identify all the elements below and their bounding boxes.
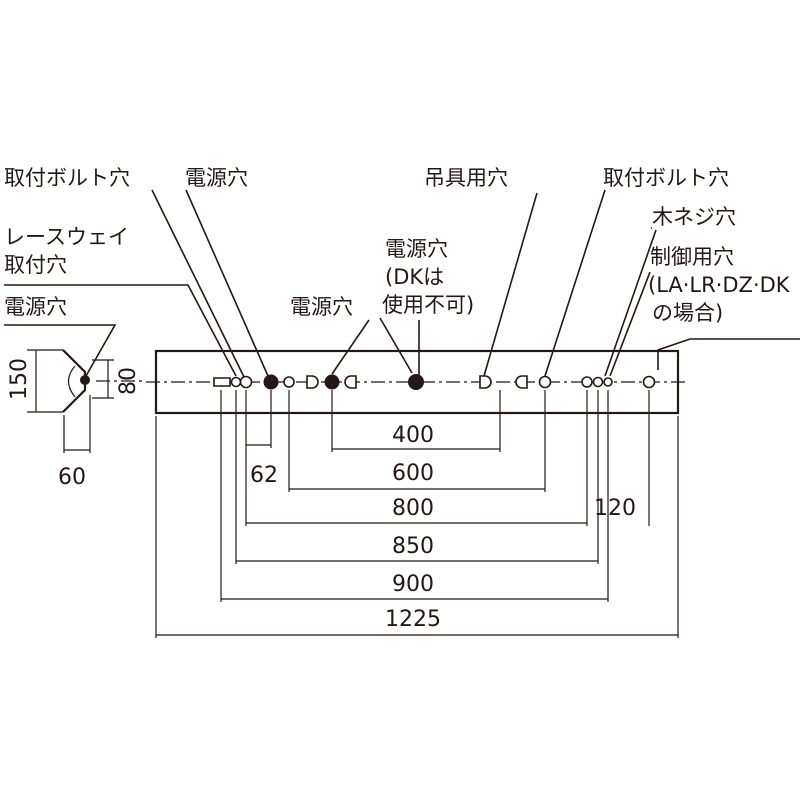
label-control-line2: (LA·LR·DZ·DK	[648, 273, 791, 297]
label-power-dk-line1: 電源穴	[385, 237, 448, 261]
label-power-dk-line3: 使用不可)	[382, 293, 474, 317]
dim-600: 600	[392, 461, 434, 486]
label-power-dk-line2: (DKは	[385, 265, 444, 289]
dim-900: 900	[392, 572, 434, 597]
label-power-hole-side: 電源穴	[4, 295, 67, 319]
label-control-line1: 制御用穴	[650, 245, 734, 269]
label-raceway-line2: 取付穴	[4, 253, 67, 277]
label-bolt-hole-left: 取付ボルト穴	[4, 166, 130, 190]
dim-62: 62	[250, 463, 278, 488]
dim-850: 850	[392, 534, 434, 559]
label-power-hole-mid: 電源穴	[290, 295, 353, 319]
dim-120: 120	[594, 496, 636, 521]
label-bolt-hole-right: 取付ボルト穴	[603, 166, 729, 190]
dim-end-width: 60	[58, 465, 86, 490]
dim-end-height: 150	[7, 358, 32, 400]
dim-800: 800	[392, 496, 434, 521]
holes	[213, 374, 656, 390]
dim-400: 400	[392, 423, 434, 448]
dimension-lines	[155, 390, 679, 638]
leader-lines	[4, 189, 800, 378]
label-wood-screw-hole: 木ネジ穴	[652, 205, 736, 229]
label-control-line3: の場合)	[652, 301, 723, 325]
dim-1225: 1225	[385, 607, 441, 632]
end-view	[27, 349, 145, 453]
label-raceway-line1: レースウェイ	[4, 225, 129, 249]
dim-end-inner: 80	[116, 367, 141, 395]
label-power-hole-top: 電源穴	[185, 166, 248, 190]
label-hanger-hole: 吊具用穴	[424, 166, 508, 190]
